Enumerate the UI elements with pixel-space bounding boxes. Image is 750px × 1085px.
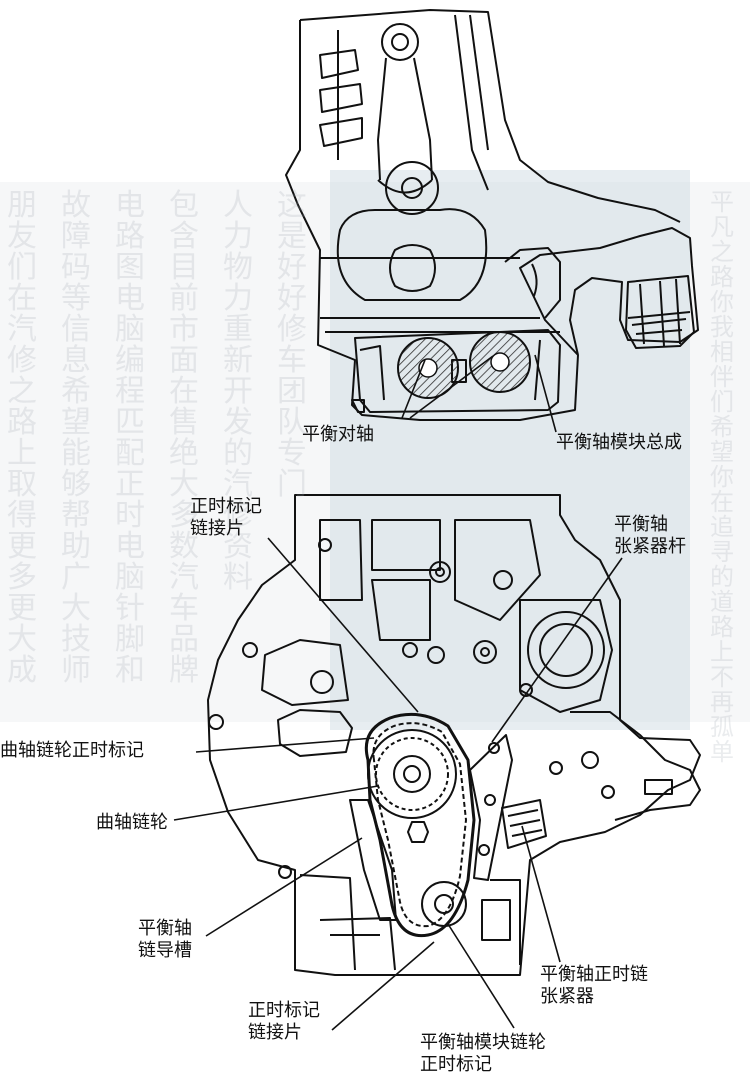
label-module-sprocket-mark-line1: 平衡轴模块链轮: [420, 1032, 546, 1053]
label-timing-link-top: 正时标记 链接片: [190, 496, 262, 540]
label-chain-guide-line1: 平衡轴: [138, 918, 192, 939]
leader-crank-mark: [195, 737, 375, 753]
label-crank-sprocket: 曲轴链轮: [96, 812, 168, 833]
watermark-band: [0, 182, 750, 722]
label-chain-guide-line2: 链导槽: [138, 940, 192, 961]
top-engine-section: [285, 9, 699, 421]
leader-chain-guide: [205, 837, 363, 937]
label-timing-link-bottom-line2: 链接片: [248, 1022, 302, 1043]
leader-lines: [173, 354, 623, 1031]
leader-balance-pair-b: [409, 355, 494, 419]
balance-shafts-pair: [397, 331, 531, 399]
label-chain-tensioner-line1: 平衡轴正时链: [540, 964, 648, 985]
bottom-engine-section: [207, 494, 701, 976]
leader-balance-pair-a: [401, 359, 426, 419]
label-balance-pair: 平衡对轴: [302, 424, 374, 445]
label-chain-tensioner: 平衡轴正时链 张紧器: [540, 964, 648, 1008]
label-tensioner-arm-line2: 张紧器杆: [614, 536, 686, 557]
label-timing-link-top-line2: 链接片: [190, 518, 244, 539]
label-timing-link-top-line1: 正时标记: [190, 496, 262, 517]
label-tensioner-arm: 平衡轴 张紧器杆: [614, 514, 686, 558]
label-tensioner-arm-line1: 平衡轴: [614, 514, 668, 535]
label-crank-mark: 曲轴链轮正时标记: [0, 740, 144, 761]
leader-crank-sprocket: [173, 785, 379, 821]
label-module-sprocket-mark-line2: 正时标记: [420, 1054, 492, 1075]
label-module-assembly: 平衡轴模块总成: [556, 432, 682, 453]
label-timing-link-bottom: 正时标记 链接片: [248, 1000, 320, 1044]
leader-timing-link-bottom: [331, 941, 435, 1031]
label-chain-tensioner-line2: 张紧器: [540, 986, 594, 1007]
label-chain-guide: 平衡轴 链导槽: [138, 918, 192, 962]
leader-tensioner-arm: [491, 557, 623, 743]
leader-module-sprocket-mark: [447, 923, 515, 1029]
leader-timing-link-top: [267, 537, 419, 713]
label-module-sprocket-mark: 平衡轴模块链轮 正时标记: [420, 1032, 546, 1076]
label-timing-link-bottom-line1: 正时标记: [248, 1000, 320, 1021]
leader-module-assembly: [534, 354, 557, 433]
leader-chain-tensioner: [521, 825, 561, 963]
